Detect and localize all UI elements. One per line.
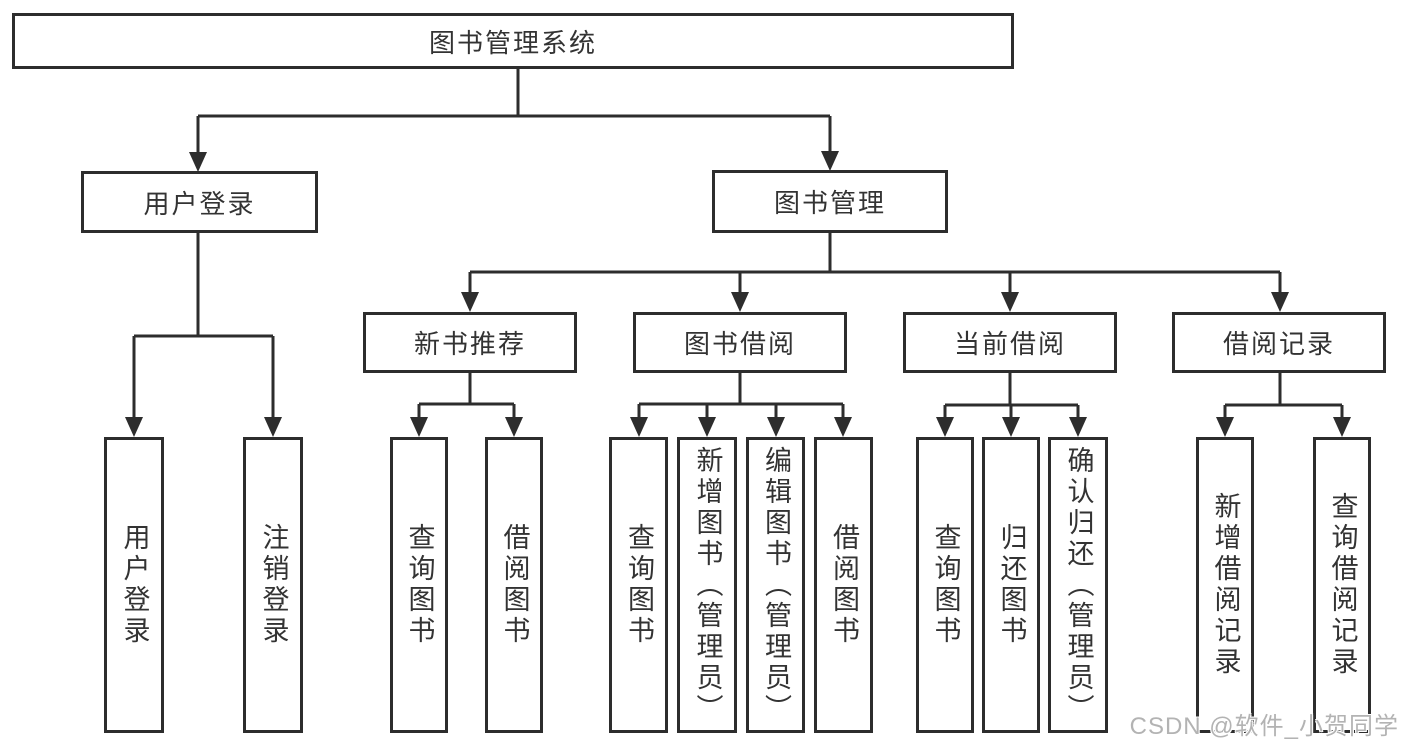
- node-current-borrowing-label: 当前借阅: [953, 329, 1066, 359]
- leaf-return-books-label: 归还图书: [996, 523, 1027, 647]
- leaf-confirm-return-admin: 确认归还（管理员）: [1048, 437, 1108, 733]
- leaf-query-books-current-label: 查询图书: [930, 523, 961, 647]
- leaf-edit-books-admin-label: 编辑图书（管理员）: [761, 445, 791, 725]
- leaf-add-borrow-record: 新增借阅记录: [1196, 437, 1254, 733]
- leaf-borrow-books: 借阅图书: [814, 437, 873, 733]
- node-user-login: 用户登录: [81, 171, 318, 233]
- leaf-logout: 注销登录: [243, 437, 303, 733]
- node-book-management-label: 图书管理: [773, 188, 886, 218]
- node-library-system-label: 图书管理系统: [428, 27, 597, 58]
- leaf-user-login: 用户登录: [104, 437, 164, 733]
- node-new-book-recommendation: 新书推荐: [363, 312, 577, 373]
- leaf-user-login-label: 用户登录: [119, 523, 150, 647]
- leaf-edit-books-admin: 编辑图书（管理员）: [746, 437, 805, 733]
- leaf-add-borrow-record-label: 新增借阅记录: [1210, 492, 1241, 678]
- leaf-borrow-books-recommend-label: 借阅图书: [499, 523, 530, 647]
- node-new-book-recommendation-label: 新书推荐: [413, 329, 526, 359]
- leaf-query-books-borrow: 查询图书: [609, 437, 668, 733]
- leaf-add-books-admin-label: 新增图书（管理员）: [692, 445, 723, 725]
- node-book-borrowing-label: 图书借阅: [683, 329, 796, 359]
- node-borrowing-records-label: 借阅记录: [1222, 329, 1335, 359]
- leaf-confirm-return-admin-label: 确认归还（管理员）: [1063, 445, 1094, 725]
- leaf-query-books-current: 查询图书: [916, 437, 974, 733]
- node-book-borrowing: 图书借阅: [633, 312, 847, 373]
- node-current-borrowing: 当前借阅: [903, 312, 1117, 373]
- leaf-query-borrow-record: 查询借阅记录: [1313, 437, 1371, 733]
- leaf-borrow-books-label: 借阅图书: [829, 523, 859, 647]
- node-user-login-label: 用户登录: [143, 188, 256, 219]
- node-borrowing-records: 借阅记录: [1172, 312, 1386, 373]
- node-library-system: 图书管理系统: [12, 13, 1014, 69]
- leaf-query-books-recommend-label: 查询图书: [404, 523, 435, 647]
- csdn-watermark: CSDN @软件_小贺同学: [1129, 713, 1399, 740]
- leaf-logout-label: 注销登录: [258, 523, 289, 647]
- leaf-query-books-recommend: 查询图书: [390, 437, 448, 733]
- leaf-add-books-admin: 新增图书（管理员）: [677, 437, 737, 733]
- leaf-borrow-books-recommend: 借阅图书: [485, 437, 543, 733]
- leaf-query-borrow-record-label: 查询借阅记录: [1327, 492, 1358, 678]
- leaf-return-books: 归还图书: [982, 437, 1040, 733]
- leaf-query-books-borrow-label: 查询图书: [624, 523, 654, 647]
- node-book-management: 图书管理: [712, 170, 948, 233]
